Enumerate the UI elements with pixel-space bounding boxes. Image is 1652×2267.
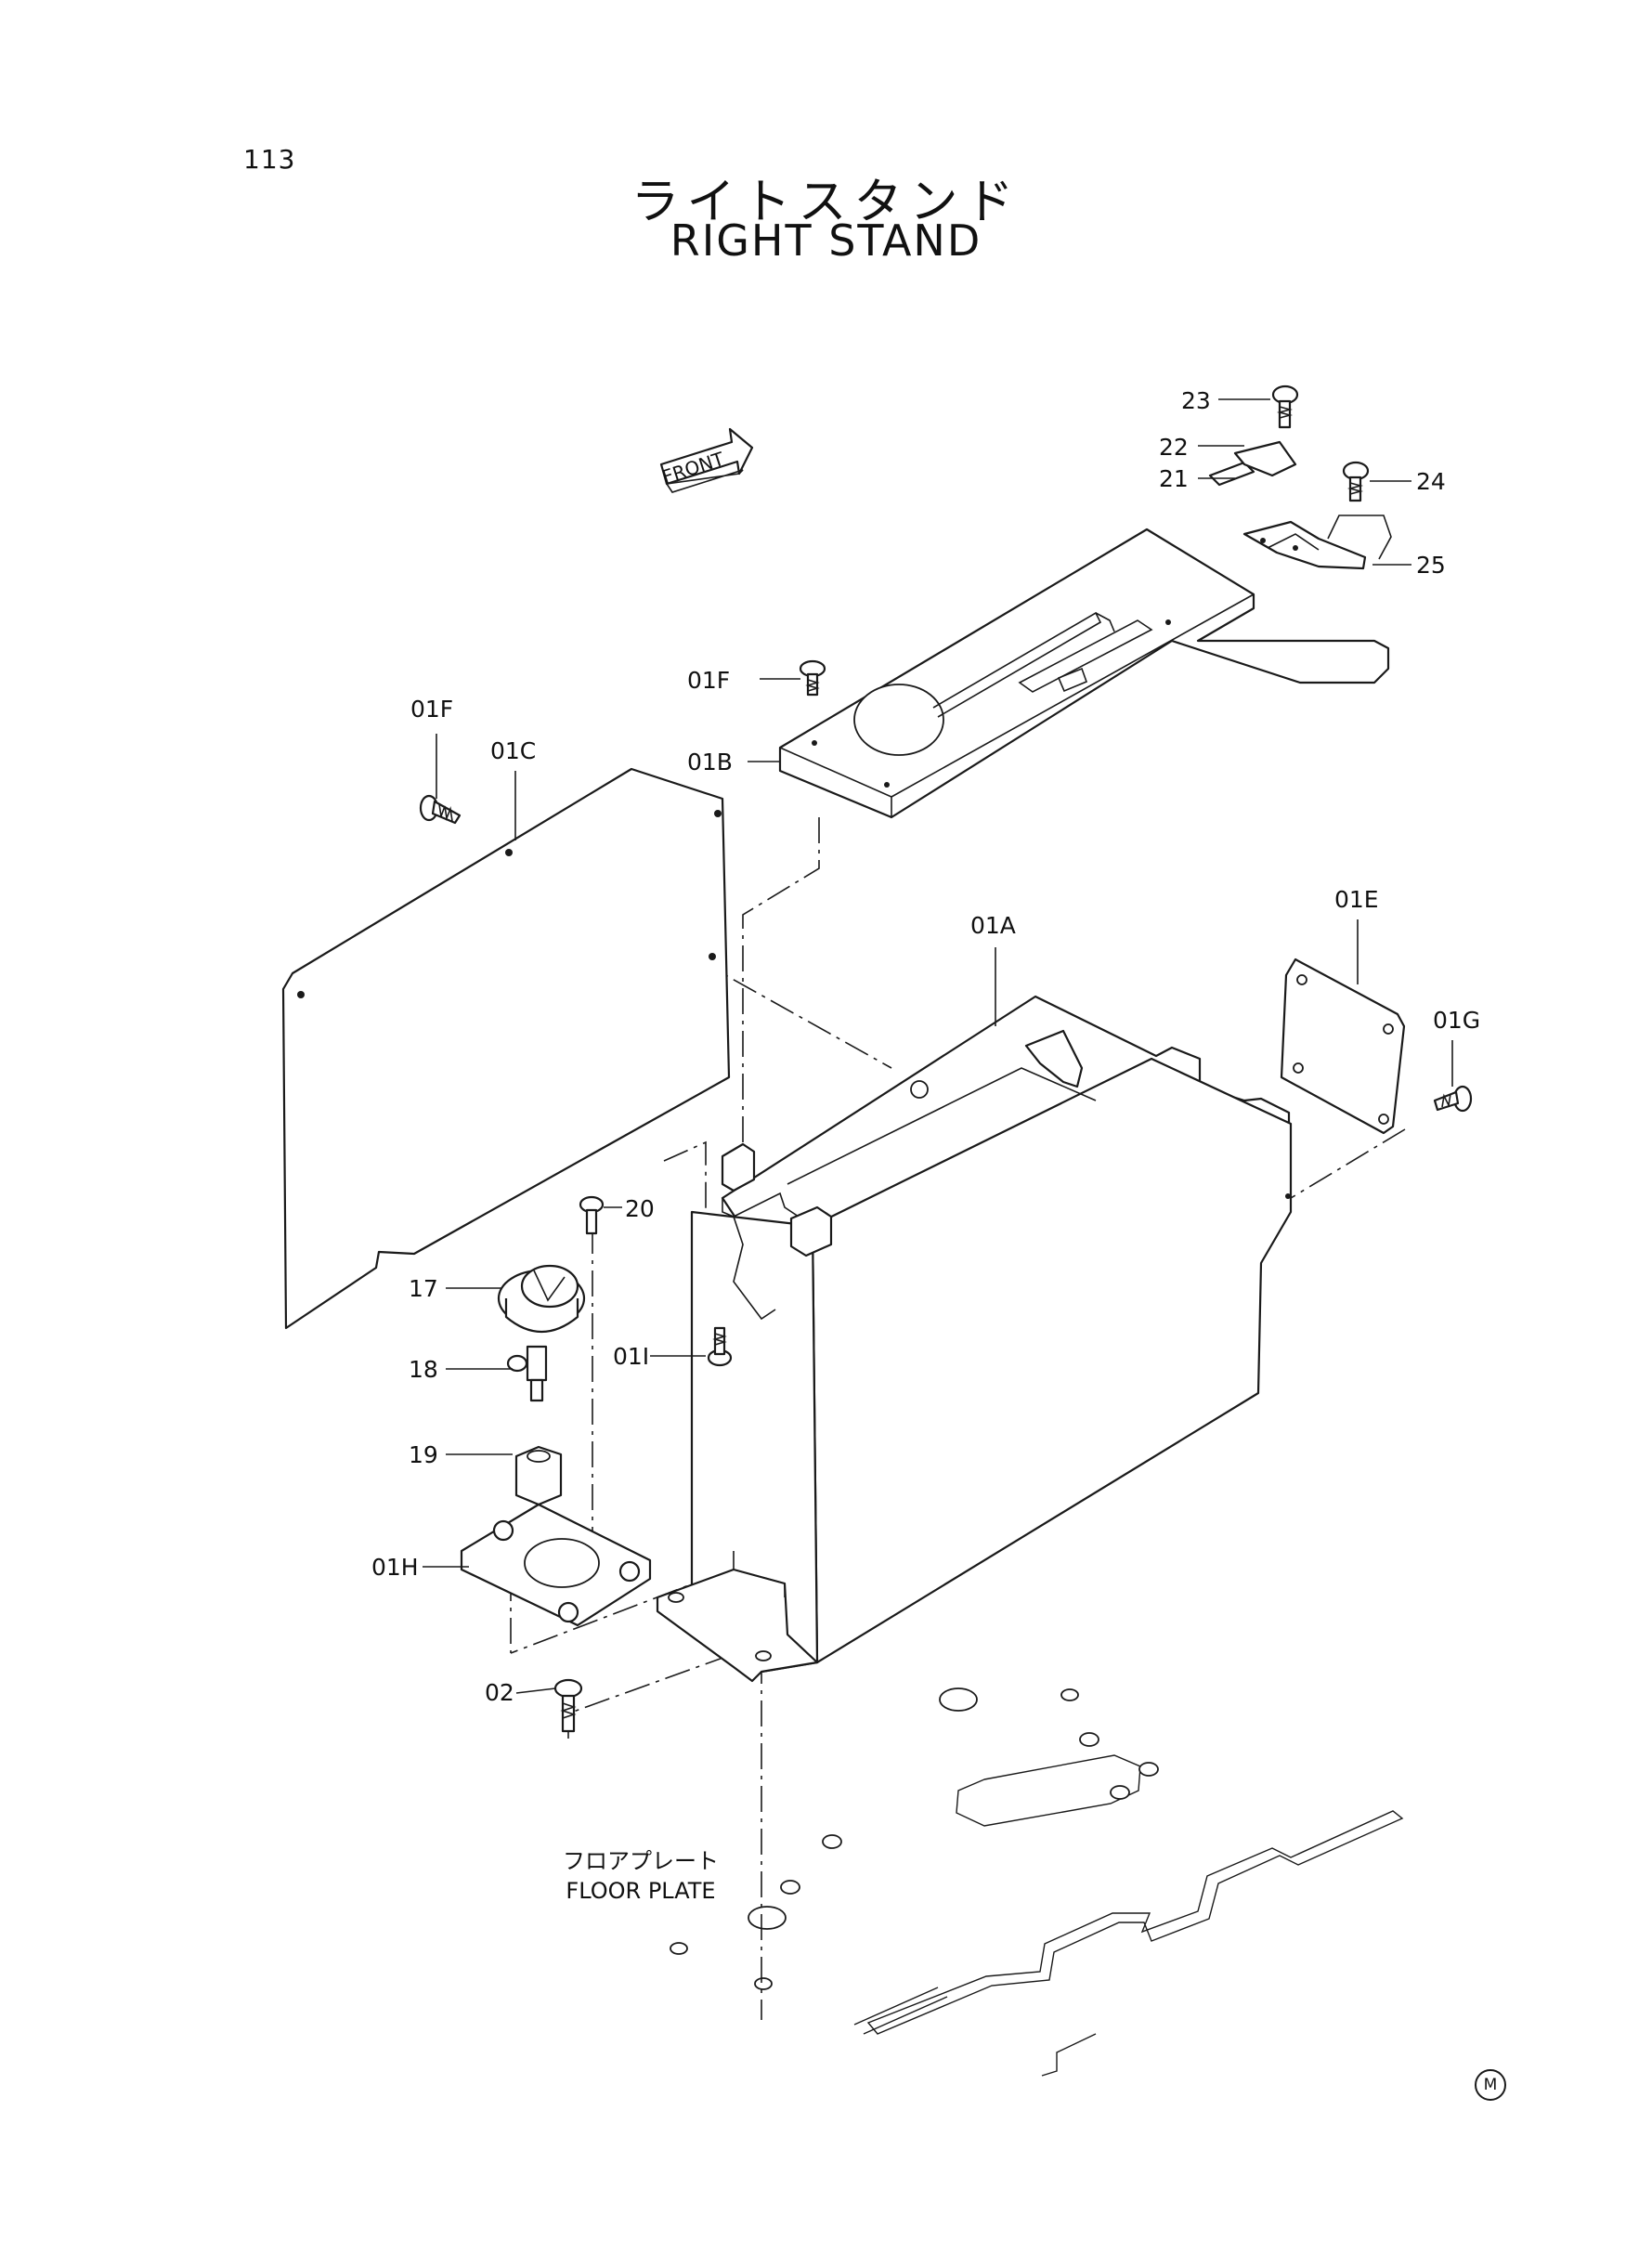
floor-plate-label: フロアプレート FLOOR PLATE: [520, 1846, 761, 1906]
page-title: RIGHT STAND: [670, 215, 982, 266]
callout-25: 25: [1416, 552, 1446, 579]
callout-17: 17: [409, 1275, 438, 1302]
floor-plate-label-japanese: フロアプレート: [563, 1848, 719, 1874]
callout-19: 19: [409, 1441, 438, 1468]
callout-20: 20: [625, 1195, 655, 1222]
callout-21: 21: [1159, 465, 1189, 492]
callout-01h: 01H: [371, 1554, 419, 1581]
callout-leader-lines: [423, 398, 1453, 1694]
page-title-japanese: ライトスタンド: [631, 175, 1021, 230]
callout-01a: 01A: [970, 912, 1016, 939]
callout-01c: 01C: [490, 737, 536, 764]
callout-01i: 01I: [613, 1343, 649, 1370]
bolt-icon-24: [1342, 461, 1370, 502]
bracket-plate-01h: [460, 1503, 652, 1627]
callout-01g: 01G: [1433, 1007, 1480, 1034]
floor-plate-label-english: FLOOR PLATE: [566, 1878, 716, 1904]
nut-19: [514, 1445, 563, 1506]
top-cover-01b: [778, 528, 1390, 819]
callout-23: 23: [1181, 387, 1211, 414]
latch-assembly: [1208, 440, 1392, 570]
callout-22: 22: [1159, 434, 1189, 461]
bolt-icon-01i: [707, 1326, 733, 1367]
front-arrow-icon: FRONT: [659, 427, 754, 493]
bolt-icon-23: [1271, 384, 1299, 429]
callout-01b: 01B: [687, 749, 733, 775]
floor-plate: [670, 1687, 1404, 2077]
m-mark-icon: M: [1475, 2069, 1506, 2101]
bolt-icon-01f-left: [419, 794, 462, 825]
callout-01f-left: 01F: [410, 696, 453, 723]
callout-01f-top: 01F: [687, 667, 730, 694]
bolt-icon-01f-top: [799, 659, 826, 697]
callout-02: 02: [485, 1679, 514, 1706]
side-panel-01c: [281, 767, 731, 1330]
bolt-icon-20: [579, 1195, 605, 1235]
elbow-fitting-18: [506, 1345, 548, 1402]
callout-24: 24: [1416, 468, 1446, 495]
page-number: 113: [243, 144, 296, 175]
stand-box-01a: [656, 995, 1293, 1683]
gauge-17: [497, 1264, 586, 1334]
callout-01e: 01E: [1334, 886, 1379, 913]
bolt-icon-01g: [1433, 1085, 1473, 1113]
bolt-icon-02: [553, 1678, 583, 1733]
callout-18: 18: [409, 1356, 438, 1383]
cover-plate-01e: [1280, 958, 1406, 1135]
